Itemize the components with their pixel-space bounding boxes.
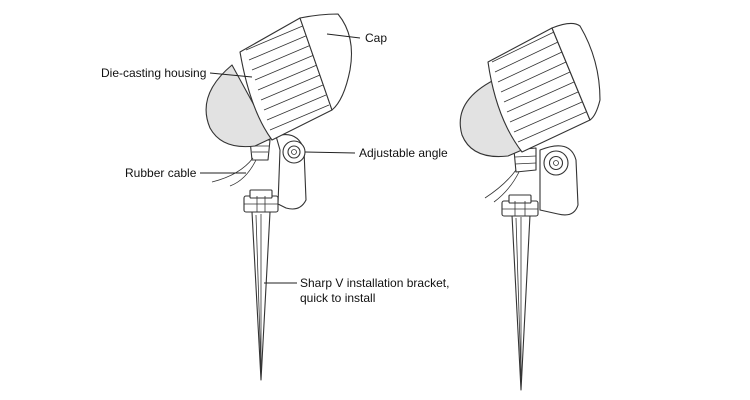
left-rubber-cable bbox=[211, 157, 254, 183]
housing-label: Die-casting housing bbox=[101, 66, 207, 80]
right-rubber-cable bbox=[484, 169, 517, 199]
right-dome bbox=[459, 77, 523, 158]
cap-label: Cap bbox=[365, 31, 388, 45]
cap-leader bbox=[326, 33, 361, 39]
right-bracket-nut bbox=[501, 194, 539, 217]
left-bracket-nut bbox=[243, 189, 279, 213]
right-cap bbox=[551, 22, 601, 121]
right-lamp bbox=[459, 22, 601, 391]
bracket-label-line1: Sharp V installation bracket, bbox=[300, 276, 450, 290]
adjustable-angle-label: Adjustable angle bbox=[359, 146, 448, 160]
rubber-cable-label: Rubber cable bbox=[125, 166, 197, 180]
right-angle-knob bbox=[543, 150, 569, 176]
angle-leader bbox=[304, 151, 356, 154]
left-housing bbox=[239, 17, 333, 141]
left-cap bbox=[299, 13, 353, 111]
right-spike bbox=[511, 214, 531, 391]
left-dome bbox=[205, 64, 273, 148]
bracket-label-line2: quick to install bbox=[300, 291, 376, 305]
housing-leader bbox=[209, 72, 253, 78]
left-lamp bbox=[205, 13, 353, 381]
left-angle-knob bbox=[282, 140, 306, 164]
left-spike bbox=[251, 211, 271, 381]
